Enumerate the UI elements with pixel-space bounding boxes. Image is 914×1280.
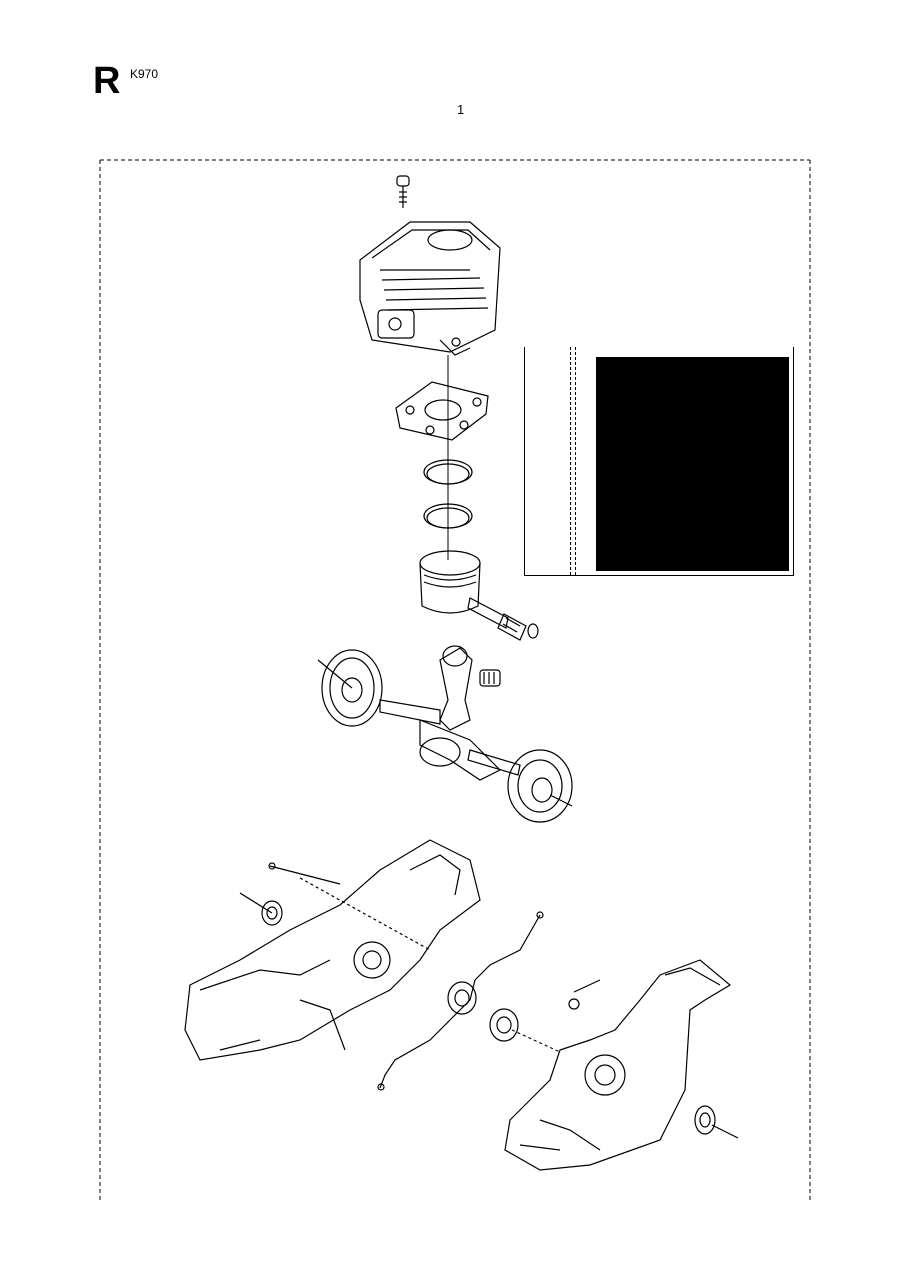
- model-label: K970: [130, 67, 159, 81]
- inset-divider: [570, 347, 571, 575]
- section-letter: R: [93, 60, 121, 102]
- inset-divider: [575, 347, 576, 575]
- page-number: 1: [457, 102, 465, 117]
- cylinder-icon: [359, 175, 539, 641]
- legend-inset: [524, 347, 794, 576]
- crankshaft-icon: [317, 645, 573, 823]
- redacted-block: [596, 357, 789, 571]
- diagram-frame: [99, 159, 811, 1200]
- crankcase-icon: [184, 839, 739, 1171]
